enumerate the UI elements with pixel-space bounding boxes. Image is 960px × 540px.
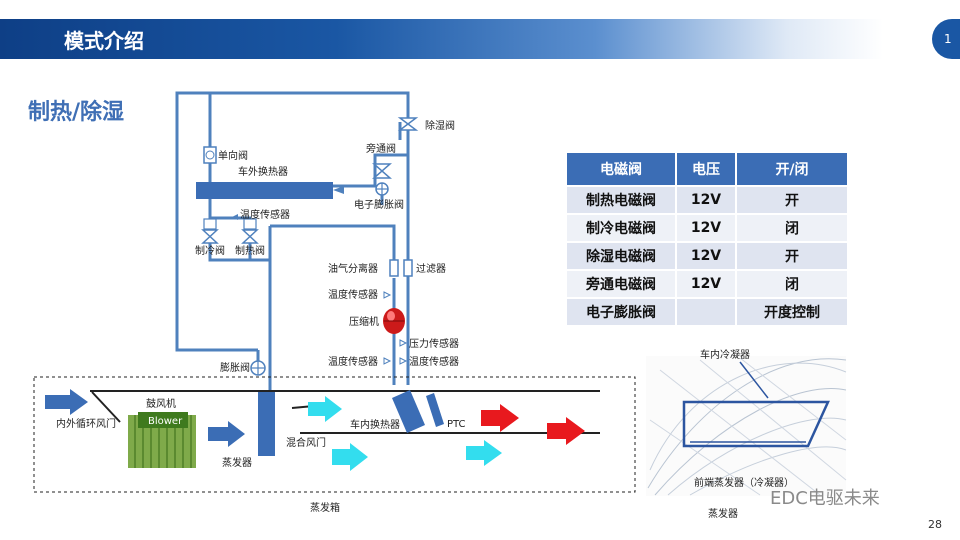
blower-top [138, 412, 188, 428]
refrigerant-pipes [175, 91, 410, 395]
heating-valve-icon [241, 218, 259, 244]
inside-heat-exchanger [392, 390, 425, 433]
label-filter: 过滤器 [416, 262, 446, 275]
cold-air-arrow-icon [332, 443, 368, 471]
table-cell: 闭 [737, 271, 849, 297]
outside-heat-exchanger [196, 182, 333, 199]
label-temp-sensor-2: 温度传感器 [328, 288, 378, 301]
table-row: 制热电磁阀 12V 开 [567, 187, 849, 213]
label-blower: Blower [148, 416, 183, 427]
label-ptc: PTC [447, 419, 466, 430]
label-evaporator: 蒸发器 [222, 456, 252, 469]
inset-evaporator-drawing [646, 356, 847, 496]
temp-sensor-icon [399, 357, 408, 365]
label-check-valve: 单向阀 [218, 149, 248, 162]
oil-separator [389, 259, 399, 277]
label-compressor: 压缩机 [349, 315, 379, 328]
air-arrow-icon [45, 389, 88, 415]
page-badge: 1 [932, 19, 960, 59]
label-bypass-valve: 旁通阀 [366, 142, 396, 155]
label-exv: 电子膨胀阀 [354, 198, 404, 211]
cold-air-arrow-icon [308, 396, 342, 422]
table-cell: 12V [677, 187, 737, 213]
label-dehumid-valve: 除湿阀 [425, 119, 455, 132]
label-condenser: 车内冷凝器 [700, 348, 750, 361]
watermark: EDC电驱未来 [770, 488, 880, 509]
expansion-valve-icon [250, 360, 266, 376]
table-cell: 开 [737, 187, 849, 213]
table-cell: 12V [677, 243, 737, 269]
table-cell: 制热电磁阀 [567, 187, 677, 213]
label-recirc-door: 内外循环风门 [56, 417, 116, 430]
cold-air-arrow-icon [466, 440, 502, 466]
label-pressure-sensor: 压力传感器 [409, 337, 459, 350]
section-title: 制热/除湿 [28, 100, 125, 125]
compressor-icon [383, 308, 405, 334]
pressure-sensor-icon [399, 339, 408, 347]
temp-sensor-icon [232, 214, 238, 220]
table-cell: 除湿电磁阀 [567, 243, 677, 269]
table-cell: 开度控制 [737, 299, 849, 325]
recirc-door [91, 391, 121, 423]
hot-air-arrow-icon [481, 404, 519, 432]
label-heating-valve: 制热阀 [235, 244, 265, 257]
table-cell: 12V [677, 271, 737, 297]
table-row: 旁通电磁阀 12V 闭 [567, 271, 849, 297]
exv-icon [375, 182, 389, 196]
table-row: 除湿电磁阀 12V 开 [567, 243, 849, 269]
table-cell: 开 [737, 243, 849, 269]
label-blower-title: 鼓风机 [146, 397, 176, 410]
table-cell: 电子膨胀阀 [567, 299, 677, 325]
label-outside-hx: 车外换热器 [238, 165, 288, 178]
table-header-row: 电磁阀 电压 开/闭 [567, 153, 849, 185]
valve-table: 电磁阀 电压 开/闭 制热电磁阀 12V 开 制冷电磁阀 12V 闭 除湿电磁阀… [567, 151, 849, 327]
table-cell: 闭 [737, 215, 849, 241]
table-row: 电子膨胀阀 开度控制 [567, 299, 849, 325]
label-front-evaporator: 前端蒸发器（冷凝器） [694, 476, 794, 489]
temp-sensor-icon [383, 357, 392, 365]
ptc-heater [426, 393, 444, 427]
label-inside-hx: 车内换热器 [350, 418, 400, 431]
label-inset-evaporator: 蒸发器 [708, 507, 738, 520]
temp-sensor-icon [383, 291, 392, 299]
label-temp-sensor-4: 温度传感器 [409, 355, 459, 368]
flow-arrow-icon [333, 186, 344, 194]
air-arrow-icon [208, 421, 245, 447]
cooling-valve-icon [201, 218, 219, 244]
table-cell: 12V [677, 215, 737, 241]
bypass-valve-icon [372, 163, 392, 179]
table-cell: 旁通电磁阀 [567, 271, 677, 297]
page-number: 28 [928, 518, 942, 531]
label-oil-separator: 油气分离器 [328, 262, 378, 275]
table-header: 开/闭 [737, 153, 849, 185]
header-title: 模式介绍 [64, 29, 144, 53]
hot-air-arrow-icon [547, 417, 585, 445]
hvac-box [33, 376, 636, 493]
label-cooling-valve: 制冷阀 [195, 244, 225, 257]
table-row: 制冷电磁阀 12V 闭 [567, 215, 849, 241]
check-valve-icon [203, 146, 217, 164]
table-cell [677, 299, 737, 325]
label-hvac-box: 蒸发箱 [310, 501, 340, 514]
header-bar [0, 19, 960, 59]
label-temp-sensor-3: 温度传感器 [328, 355, 378, 368]
dehumid-valve-icon [397, 117, 419, 131]
label-temp-sensor-1: 温度传感器 [240, 208, 290, 221]
evaporator [258, 392, 275, 456]
table-header: 电压 [677, 153, 737, 185]
label-mix-door: 混合风门 [286, 436, 326, 449]
filter [403, 259, 413, 277]
table-cell: 制冷电磁阀 [567, 215, 677, 241]
label-expansion-valve: 膨胀阀 [220, 361, 250, 374]
table-header: 电磁阀 [567, 153, 677, 185]
